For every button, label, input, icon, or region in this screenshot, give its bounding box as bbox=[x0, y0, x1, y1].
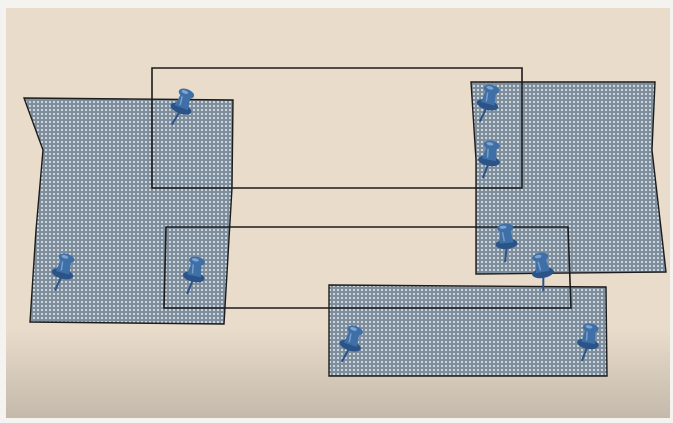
patterned-strip-bottom bbox=[329, 285, 607, 376]
